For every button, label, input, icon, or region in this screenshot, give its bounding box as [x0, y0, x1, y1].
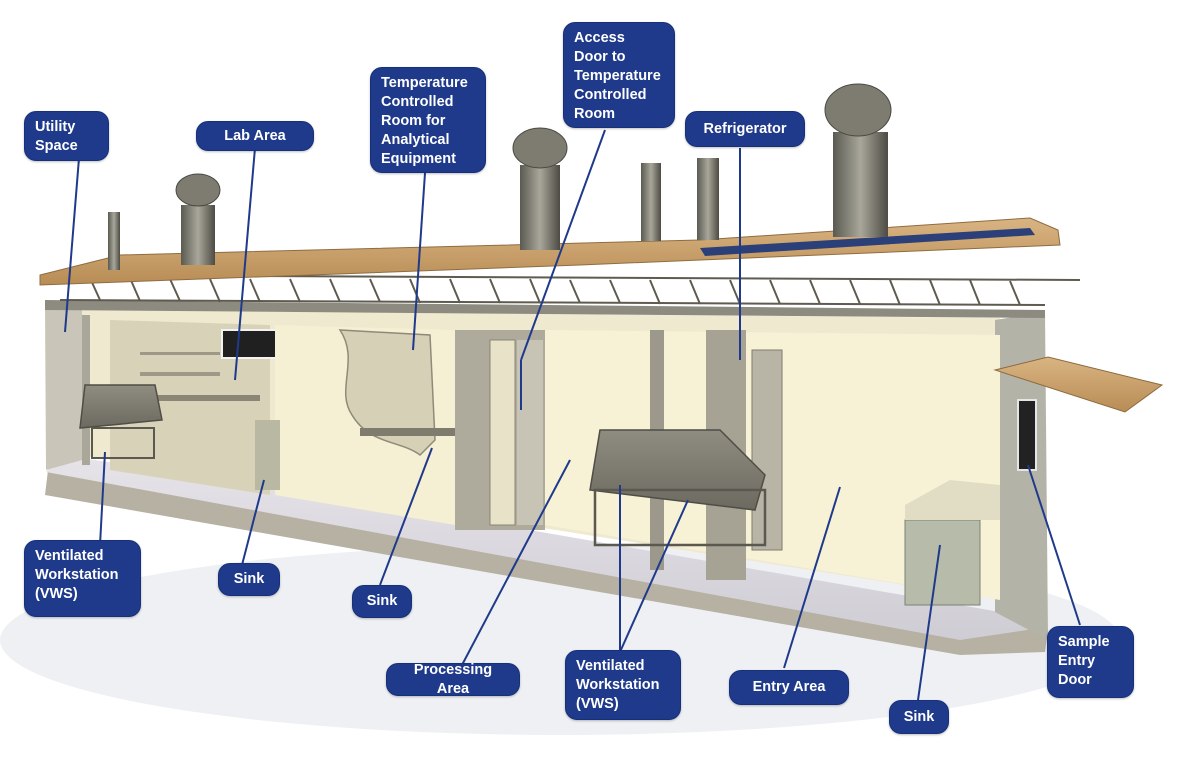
right-end-wall [995, 312, 1048, 640]
refrigerator-unit [751, 349, 783, 551]
label-sample-entry-door: Sample Entry Door [1047, 626, 1134, 698]
roof [39, 217, 1061, 286]
left-end-wall [45, 305, 82, 470]
label-sink-2: Sink [352, 585, 412, 618]
sink-cabinet-1 [255, 420, 280, 490]
lab-area-alcove [110, 320, 270, 495]
side-window [1017, 399, 1037, 471]
roof-vents [108, 83, 892, 270]
wall-top-beam [45, 300, 1045, 318]
storage-shelving [489, 339, 516, 526]
label-temperature-controlled-room: Temperature Controlled Room for Analytic… [370, 67, 486, 173]
label-vws-left: Ventilated Workstation (VWS) [24, 540, 141, 617]
entry-counter [905, 480, 1000, 520]
label-vws-center: Ventilated Workstation (VWS) [565, 650, 681, 720]
lab-shelf-1 [140, 372, 220, 376]
temp-room-bench [360, 428, 455, 436]
lab-shelf-2 [140, 352, 220, 355]
temp-room-cutout [338, 329, 436, 456]
vws-stand-left [91, 427, 155, 459]
lab-counter [150, 395, 260, 401]
leader-lines [64, 129, 1081, 701]
sample-entry-awning [993, 356, 1164, 413]
vws-hood-left [79, 384, 163, 429]
label-lab-area: Lab Area [196, 121, 314, 151]
label-sink-1: Sink [218, 563, 280, 596]
label-processing-area: Processing Area [386, 662, 520, 697]
label-utility-space: Utility Space [24, 111, 109, 161]
label-sink-3: Sink [889, 700, 949, 734]
label-refrigerator: Refrigerator [685, 111, 805, 147]
solar-panel-strip [700, 228, 1035, 256]
sink-cabinet-3 [904, 519, 981, 606]
label-entry-area: Entry Area [729, 670, 849, 705]
floor [46, 455, 1040, 640]
label-access-door: Access Door to Temperature Controlled Ro… [563, 22, 675, 128]
vws-stand-center [593, 488, 767, 547]
roof-trusses [59, 274, 1081, 306]
